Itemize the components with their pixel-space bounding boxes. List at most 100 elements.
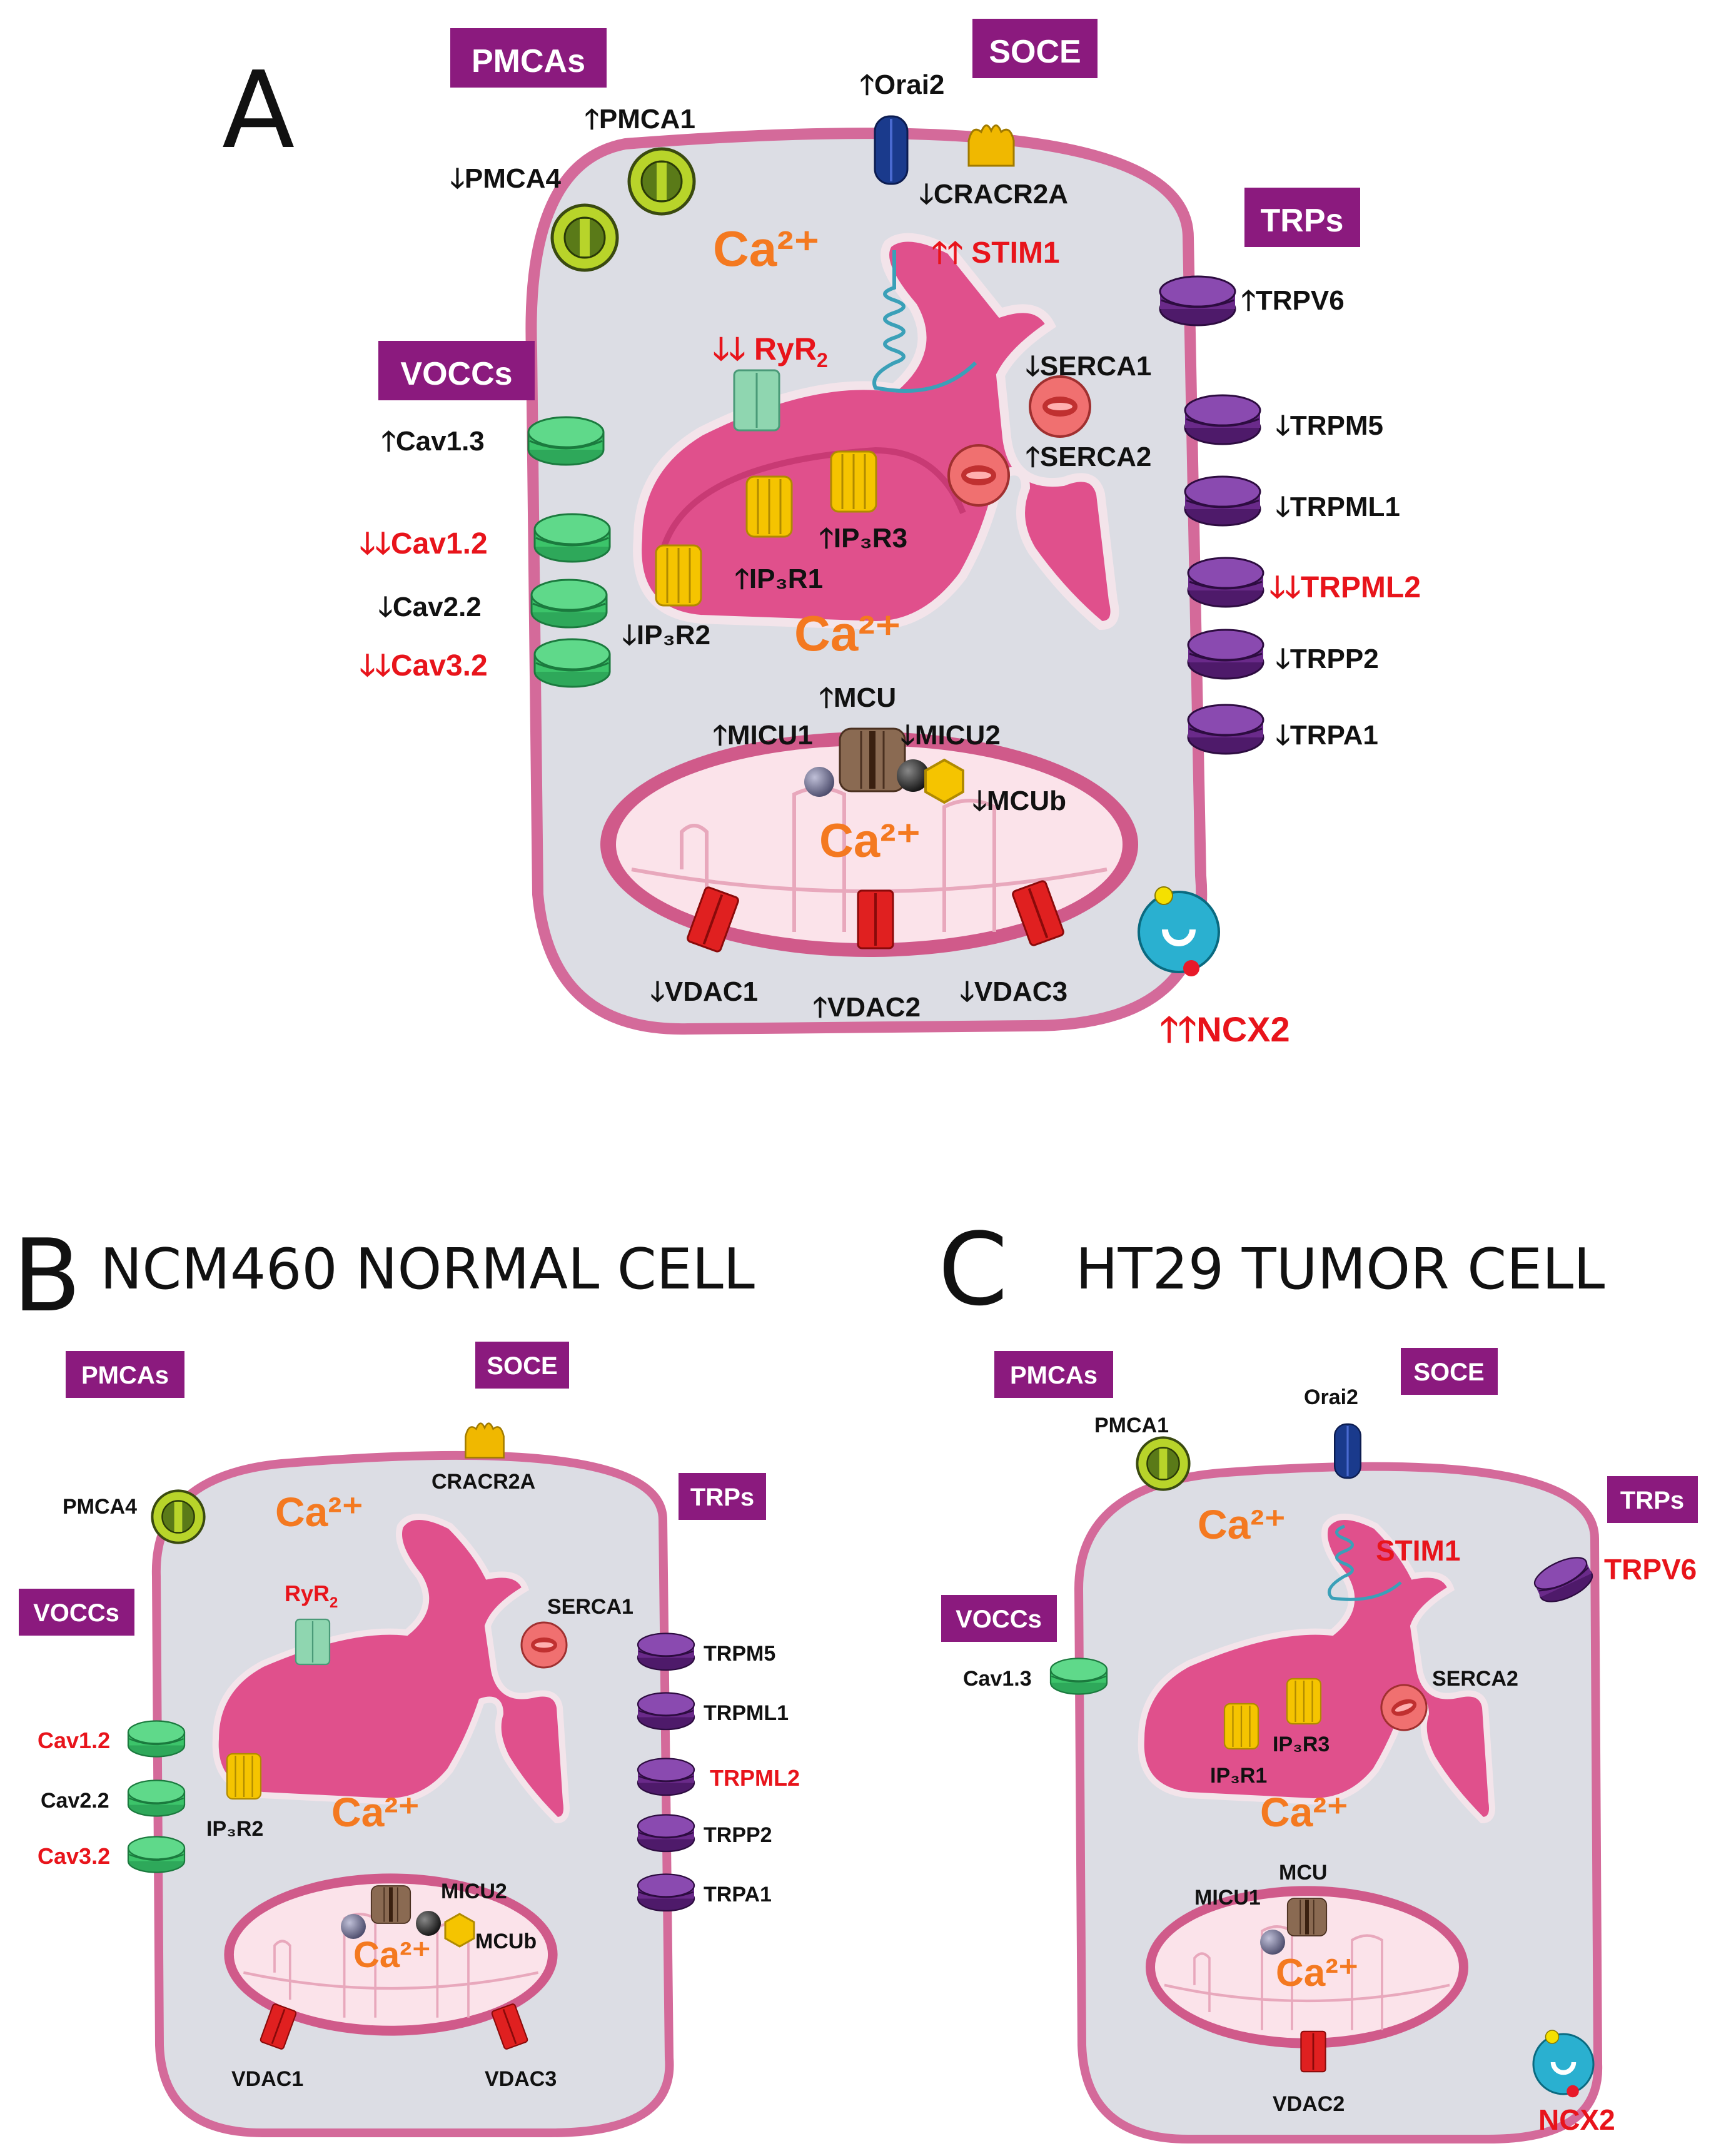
ip3r2-label-a: 🡓IP₃R2 — [622, 620, 710, 650]
micu1-protein-a — [804, 767, 834, 797]
ryr2-channel-b — [295, 1618, 331, 1666]
calcium-label-cytosol-b: Ca²⁺ — [275, 1489, 363, 1535]
family-box-trps-c: TRPs — [1607, 1476, 1698, 1523]
micu1-label-a: 🡑MICU1 — [713, 720, 813, 751]
panel-c: C HT29 TUMOR CELL Ca²⁺ Ca²⁺ Ca²⁺ PMCAs S… — [938, 1211, 1698, 2143]
trpp2-channel-b — [637, 1814, 695, 1853]
ip3r1-channel-c — [1223, 1703, 1259, 1750]
svg-text:VOCCs: VOCCs — [400, 356, 512, 392]
family-box-soce-b: SOCE — [475, 1342, 569, 1389]
ip3r1-label-a: 🡑IP₃R1 — [735, 564, 823, 594]
trpml2-label-a: 🡓🡓TRPML2 — [1269, 571, 1421, 604]
family-box-trps-b: TRPs — [679, 1473, 766, 1520]
mcu-label-a: 🡑MCU — [819, 682, 896, 713]
family-box-pmcas-a: PMCAs — [450, 28, 607, 88]
cav22-label-b: Cav2.2 — [41, 1789, 109, 1813]
vdac1-label-a: 🡓VDAC1 — [650, 976, 758, 1007]
trpml2-label-b: TRPML2 — [710, 1765, 800, 1791]
serca1-pump-b — [520, 1621, 568, 1669]
vdac2-channel-a — [857, 889, 894, 949]
micu1-protein-b — [341, 1914, 366, 1939]
ip3r2-channel-b — [226, 1753, 262, 1800]
cav12-label-b: Cav1.2 — [38, 1728, 110, 1753]
cracr2a-label-a: 🡓CRACR2A — [919, 179, 1068, 210]
trpml1-label-a: 🡓TRPML1 — [1276, 492, 1400, 522]
vdac3-label-b: VDAC3 — [485, 2067, 557, 2091]
family-box-voccs-b: VOCCs — [19, 1589, 134, 1636]
panel-letter-b: B — [13, 1217, 81, 1334]
serca2-label-a: 🡑SERCA2 — [1026, 442, 1151, 472]
cracr2a-label-b: CRACR2A — [431, 1470, 535, 1494]
trpm5-channel-b — [637, 1632, 695, 1671]
vdac2-label-a: 🡑VDAC2 — [813, 992, 921, 1023]
cav12-channel-b — [127, 1720, 186, 1758]
orai2-channel-c — [1333, 1423, 1362, 1479]
family-box-pmcas-b: PMCAs — [66, 1351, 184, 1398]
calcium-label-er-c: Ca²⁺ — [1260, 1789, 1348, 1835]
trpml1-channel-b — [637, 1692, 695, 1731]
panel-letter-c: C — [938, 1211, 1008, 1328]
stim1-label-c: STIM1 — [1376, 1534, 1460, 1567]
trpv6-channel-a — [1159, 275, 1236, 326]
trpv6-label-a: 🡑TRPV6 — [1241, 285, 1345, 316]
trpp2-channel-a — [1187, 629, 1264, 680]
pmca1-label-c: PMCA1 — [1094, 1414, 1169, 1437]
cracr2a-protein-b — [465, 1422, 505, 1459]
family-box-pmcas-c: PMCAs — [994, 1351, 1113, 1398]
svg-text:PMCAs: PMCAs — [472, 43, 585, 79]
svg-text:VOCCs: VOCCs — [33, 1599, 119, 1627]
orai2-channel-a — [874, 115, 909, 185]
ncx2-label-c: NCX2 — [1538, 2103, 1615, 2136]
cav32-channel-a — [533, 638, 611, 688]
micu2-protein-a — [897, 759, 929, 792]
calcium-label-er-b: Ca²⁺ — [331, 1789, 420, 1835]
serca1-pump-a — [1029, 375, 1091, 438]
serca2-pump-a — [947, 444, 1010, 507]
mcu-channel-a — [839, 727, 906, 792]
panel-letter-a: A — [222, 49, 295, 173]
vdac2-channel-c — [1299, 2030, 1327, 2073]
calcium-label-mito-b: Ca²⁺ — [353, 1935, 431, 1975]
family-box-voccs-c: VOCCs — [941, 1595, 1057, 1642]
stim1-coil-a — [872, 250, 977, 393]
ncx2-label-a: 🡑🡑NCX2 — [1160, 1010, 1290, 1049]
calcium-label-cytosol-c: Ca²⁺ — [1198, 1501, 1286, 1547]
mcu-channel-c — [1286, 1898, 1328, 1936]
trpml2-channel-b — [637, 1758, 695, 1796]
svg-text:SOCE: SOCE — [1413, 1359, 1484, 1386]
pmca1-label-a: 🡑PMCA1 — [585, 104, 695, 134]
mcub-protein-a — [924, 758, 964, 804]
vdac1-label-b: VDAC1 — [231, 2067, 303, 2091]
cav32-label-a: 🡓🡓Cav3.2 — [360, 649, 488, 682]
cav13-channel-a — [527, 416, 605, 466]
cav12-label-a: 🡓🡓Cav1.2 — [360, 527, 488, 560]
trpml1-label-b: TRPML1 — [704, 1701, 789, 1725]
trpa1-label-b: TRPA1 — [704, 1883, 772, 1906]
panel-title-b: NCM460 NORMAL CELL — [100, 1237, 755, 1302]
family-box-soce-a: SOCE — [972, 19, 1098, 78]
panel-title-c: HT29 TUMOR CELL — [1076, 1237, 1605, 1302]
svg-text:VOCCs: VOCCs — [956, 1606, 1042, 1633]
trpv6-label-c: TRPV6 — [1604, 1553, 1697, 1586]
stim1-coil-c — [1328, 1524, 1402, 1601]
cav22-label-a: 🡓Cav2.2 — [378, 592, 482, 622]
ip3r3-channel-c — [1286, 1678, 1322, 1725]
svg-text:PMCAs: PMCAs — [81, 1362, 169, 1389]
serca2-label-c: SERCA2 — [1432, 1667, 1518, 1691]
ryr2-channel-a — [733, 369, 780, 432]
mcub-label-b: MCUb — [475, 1930, 537, 1953]
pmca4-label-a: 🡓PMCA4 — [450, 163, 561, 194]
ip3r2-channel-a — [655, 544, 702, 607]
trpp2-label-a: 🡓TRPP2 — [1276, 644, 1379, 674]
trpp2-label-b: TRPP2 — [704, 1823, 772, 1847]
micu1-label-c: MICU1 — [1194, 1886, 1261, 1910]
trpml1-channel-a — [1184, 475, 1261, 527]
svg-text:SOCE: SOCE — [487, 1352, 557, 1380]
vdac3-label-a: 🡓VDAC3 — [960, 976, 1067, 1007]
cav13-label-c: Cav1.3 — [963, 1667, 1032, 1691]
serca1-label-b: SERCA1 — [547, 1595, 633, 1619]
trpm5-label-b: TRPM5 — [704, 1642, 775, 1666]
micu2-label-b: MICU2 — [441, 1880, 507, 1903]
calcium-label-cytosol-a: Ca²⁺ — [713, 221, 820, 276]
